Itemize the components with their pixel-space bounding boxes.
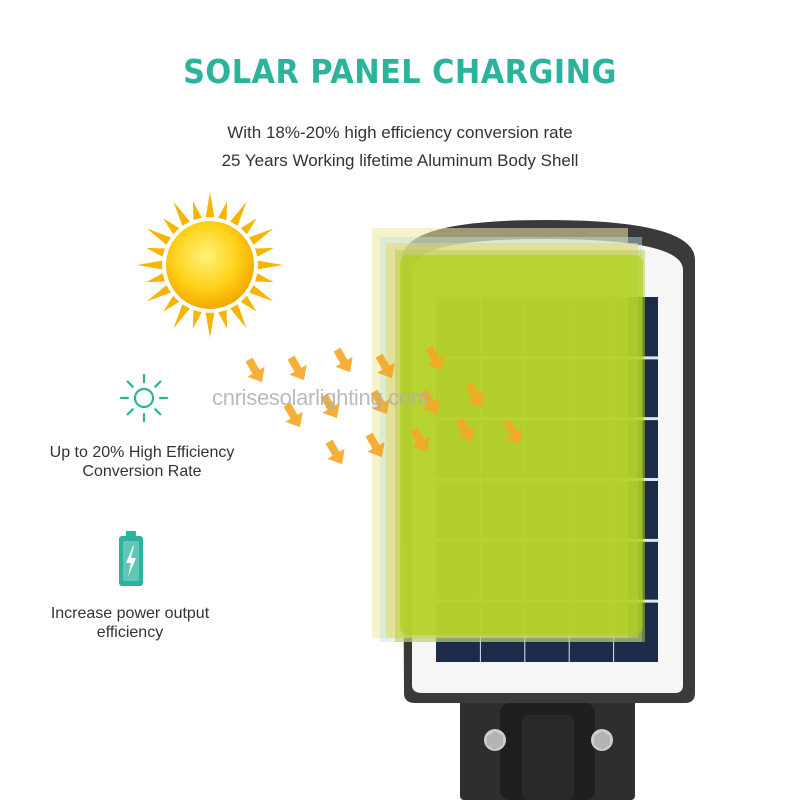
sun-ray [163,218,180,235]
arrow-icon [287,355,307,381]
bolt-right [591,729,613,751]
feature-power-text: Increase power output efficiency [10,604,250,642]
battery-charging-icon [119,531,143,586]
sun-ray [255,273,274,283]
sun-ray [230,304,247,329]
bolt-left [484,729,506,751]
sun-ray [249,228,274,245]
solar-panel-illustration [372,220,695,800]
sun-ray [146,228,171,245]
subtitle-lifetime: 25 Years Working lifetime Aluminum Body … [221,151,579,170]
sun-ray [163,295,180,312]
sun-ray [137,260,163,270]
arrow-icon [283,402,303,428]
feature-power-line2: efficiency [96,624,164,641]
sun-outline-icon [119,373,169,423]
sun-ray [173,201,190,226]
sun-ray [218,201,228,220]
watermark: cnrisesolarlighting.com [212,385,429,410]
sun-ray [146,285,171,302]
arrow-icon [370,389,390,415]
arrow-icon [365,432,385,458]
sun-ray [257,260,283,270]
arrow-icon [320,393,340,419]
sun-ray [146,273,165,283]
arrow-icon [410,427,430,453]
page-title: SOLAR PANEL CHARGING [183,52,617,91]
subtitle-efficiency: With 18%-20% high efficiency conversion … [227,123,573,142]
sun-ray [230,201,247,226]
sun-ray [218,310,228,329]
sun-ray [240,295,257,312]
sunlight-arrows [245,345,523,465]
arrow-icon [333,347,353,373]
sun-ray [240,218,257,235]
mounting-bracket [460,695,635,800]
arrow-icon [503,419,523,445]
arrow-icon [465,382,485,408]
arrow-icon [325,439,345,465]
sun-illustration [137,192,283,338]
arrow-icon [455,417,475,443]
sun-ray [255,247,274,257]
arrow-icon [375,353,395,379]
sun-ray [205,192,215,218]
sun-ray [205,312,215,338]
sun-ray [192,310,202,329]
sun-ray [173,304,190,329]
feature-efficiency-line1: Up to 20% High Efficiency [49,444,235,461]
arrow-icon [425,345,445,371]
feature-efficiency-line2: Conversion Rate [82,463,202,480]
feature-efficiency-text: Up to 20% High Efficiency Conversion Rat… [22,443,262,481]
sun-ray [192,201,202,220]
arrow-icon [245,357,265,383]
sun-ray [146,247,165,257]
sun-ray [249,285,274,302]
arrow-icon [420,389,440,415]
feature-power-line1: Increase power output [50,605,210,622]
